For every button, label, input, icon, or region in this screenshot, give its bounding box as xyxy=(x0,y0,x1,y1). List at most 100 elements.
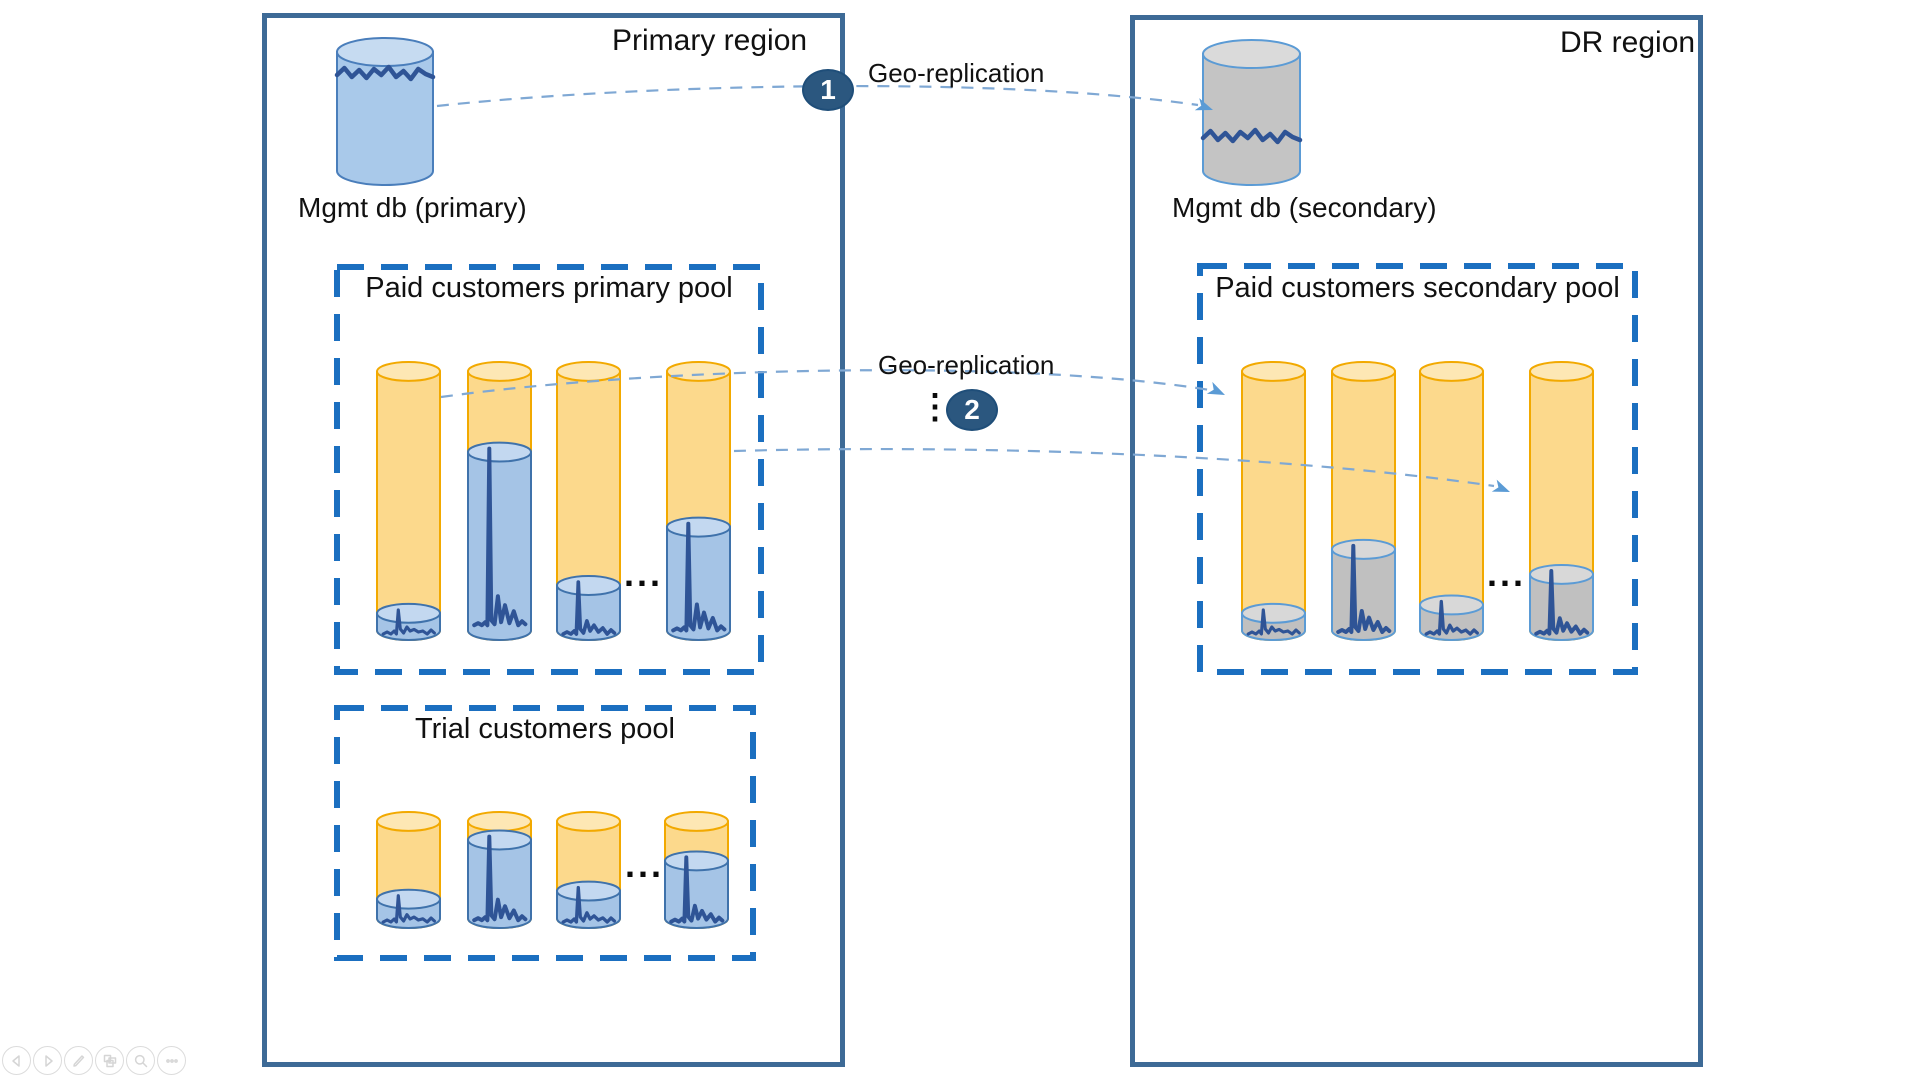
mgmt-db-secondary-label: Mgmt db (secondary) xyxy=(1172,192,1437,223)
pen-icon xyxy=(72,1054,84,1067)
trial-database-cylinder-2-body xyxy=(467,839,532,929)
trial-database-cylinder-4-body xyxy=(664,859,729,929)
paid-primary-database-cylinder-3-body xyxy=(556,584,621,641)
primary-region-box xyxy=(262,13,845,1067)
paid-primary-database-cylinder-1-top xyxy=(376,602,441,624)
mgmt-db-primary-wave xyxy=(334,64,436,82)
trial-capacity-cylinder-1-top xyxy=(376,811,441,832)
see-all-slides-icon xyxy=(103,1054,116,1067)
paid-primary-usage-sparkline-1 xyxy=(381,608,436,636)
geo-replication-arrow-2b xyxy=(733,447,1495,488)
paid-secondary-more-databases-ellipsis: ... xyxy=(1487,553,1527,594)
zoom-icon xyxy=(134,1054,147,1067)
paid-primary-capacity-cylinder-1-top xyxy=(376,361,441,382)
replication-step-1-badge: 1 xyxy=(802,69,854,111)
slideshow-toolbar xyxy=(2,1046,186,1075)
paid-primary-database-cylinder-3 xyxy=(556,575,621,641)
paid-secondary-pool-border xyxy=(1197,263,1638,675)
paid-secondary-capacity-cylinder-3-top xyxy=(1419,361,1484,382)
trial-usage-sparkline-3 xyxy=(561,885,617,924)
trial-usage-sparkline-4 xyxy=(669,855,725,924)
trial-usage-sparkline-2 xyxy=(472,834,528,923)
paid-secondary-capacity-cylinder-1 xyxy=(1241,361,1306,641)
paid-primary-database-cylinder-2 xyxy=(467,441,532,641)
geo-replication-label-2: Geo-replication xyxy=(878,350,1055,380)
paid-secondary-usage-sparkline-2 xyxy=(1336,543,1392,634)
see-all-slides-button[interactable] xyxy=(95,1046,124,1075)
paid-secondary-capacity-cylinder-4-top xyxy=(1529,361,1594,382)
trial-capacity-cylinder-3-top xyxy=(556,811,621,832)
paid-primary-database-cylinder-1 xyxy=(376,602,441,641)
geo-replication-arrowhead-2b xyxy=(1491,479,1510,492)
geo-replication-arrowhead-1 xyxy=(1194,98,1213,111)
paid-primary-more-databases-ellipsis: ... xyxy=(624,553,664,594)
mgmt-db-primary-cylinder xyxy=(336,37,434,186)
paid-primary-capacity-cylinder-3-top xyxy=(556,361,621,382)
geo-replication-label-1: Geo-replication xyxy=(868,58,1045,88)
trial-more-databases-ellipsis: ... xyxy=(625,844,665,885)
paid-primary-capacity-cylinder-4-top xyxy=(666,361,731,382)
paid-secondary-database-cylinder-2 xyxy=(1331,538,1396,641)
paid-primary-database-cylinder-4 xyxy=(666,516,731,641)
paid-primary-database-cylinder-4-top xyxy=(666,516,731,538)
paid-primary-database-cylinder-4-body xyxy=(666,526,731,641)
mgmt-db-primary-cylinder-body xyxy=(336,51,434,186)
paid-secondary-database-cylinder-3-top xyxy=(1419,594,1484,616)
trial-customers-pool-title: Trial customers pool xyxy=(414,713,675,745)
trial-database-cylinder-4 xyxy=(664,850,729,929)
paid-secondary-capacity-cylinder-1-body xyxy=(1241,370,1306,641)
mgmt-db-secondary-cylinder xyxy=(1202,39,1301,186)
dr-region-title: DR region xyxy=(1560,26,1696,59)
paid-primary-database-cylinder-2-body xyxy=(467,451,532,641)
paid-primary-usage-sparkline-3 xyxy=(561,580,617,636)
trial-database-cylinder-4-top xyxy=(664,850,729,872)
trial-database-cylinder-1-top xyxy=(376,888,441,910)
geo-replication-arrow-2a xyxy=(440,369,1211,399)
paid-secondary-capacity-cylinder-3 xyxy=(1419,361,1484,641)
more-options-icon xyxy=(165,1058,178,1063)
paid-primary-database-cylinder-3-top xyxy=(556,575,621,596)
next-slide-button[interactable] xyxy=(33,1046,62,1075)
trial-usage-sparkline-1 xyxy=(381,894,436,924)
pen-button[interactable] xyxy=(64,1046,93,1075)
primary-region-title: Primary region xyxy=(612,24,808,57)
paid-primary-usage-sparkline-4 xyxy=(671,521,727,633)
mgmt-db-primary-label: Mgmt db (primary) xyxy=(298,192,527,223)
more-options-button[interactable] xyxy=(157,1046,186,1075)
paid-primary-capacity-cylinder-1 xyxy=(376,361,441,641)
mgmt-db-secondary-wave xyxy=(1200,127,1303,145)
trial-database-cylinder-2 xyxy=(467,829,532,929)
paid-secondary-capacity-cylinder-1-top xyxy=(1241,361,1306,382)
paid-customers-secondary-pool-title: Paid customers secondary pool xyxy=(1215,272,1620,304)
trial-database-cylinder-3-top xyxy=(556,880,621,902)
paid-secondary-database-cylinder-4-top xyxy=(1529,563,1594,585)
paid-primary-database-cylinder-2-top xyxy=(467,441,532,463)
paid-secondary-database-cylinder-2-top xyxy=(1331,538,1396,560)
mgmt-db-primary-cylinder-top xyxy=(336,37,434,67)
paid-secondary-usage-sparkline-3 xyxy=(1424,599,1479,636)
next-slide-icon xyxy=(44,1054,53,1067)
paid-primary-usage-sparkline-2 xyxy=(472,446,528,628)
trial-database-cylinder-1 xyxy=(376,888,441,929)
trial-database-cylinder-2-top xyxy=(467,829,532,851)
paid-primary-capacity-cylinder-1-body xyxy=(376,370,441,641)
previous-slide-button[interactable] xyxy=(2,1046,31,1075)
mgmt-db-secondary-cylinder-body xyxy=(1202,53,1301,186)
paid-secondary-database-cylinder-4-body xyxy=(1529,573,1594,641)
mgmt-db-secondary-cylinder-top xyxy=(1202,39,1301,69)
paid-secondary-database-cylinder-1 xyxy=(1241,602,1306,641)
paid-primary-capacity-cylinder-2-top xyxy=(467,361,532,382)
paid-secondary-usage-sparkline-1 xyxy=(1246,608,1301,636)
paid-secondary-usage-sparkline-4 xyxy=(1534,568,1590,636)
zoom-button[interactable] xyxy=(126,1046,155,1075)
paid-secondary-database-cylinder-2-body xyxy=(1331,548,1396,641)
paid-customers-primary-pool-title: Paid customers primary pool xyxy=(365,272,733,304)
trial-capacity-cylinder-2-top xyxy=(467,811,532,832)
trial-pool-border xyxy=(334,705,756,961)
previous-slide-icon xyxy=(11,1054,20,1067)
paid-primary-pool-border xyxy=(334,264,764,675)
replication-step-2-badge: 2 xyxy=(946,389,998,431)
paid-secondary-capacity-cylinder-2-top xyxy=(1331,361,1396,382)
